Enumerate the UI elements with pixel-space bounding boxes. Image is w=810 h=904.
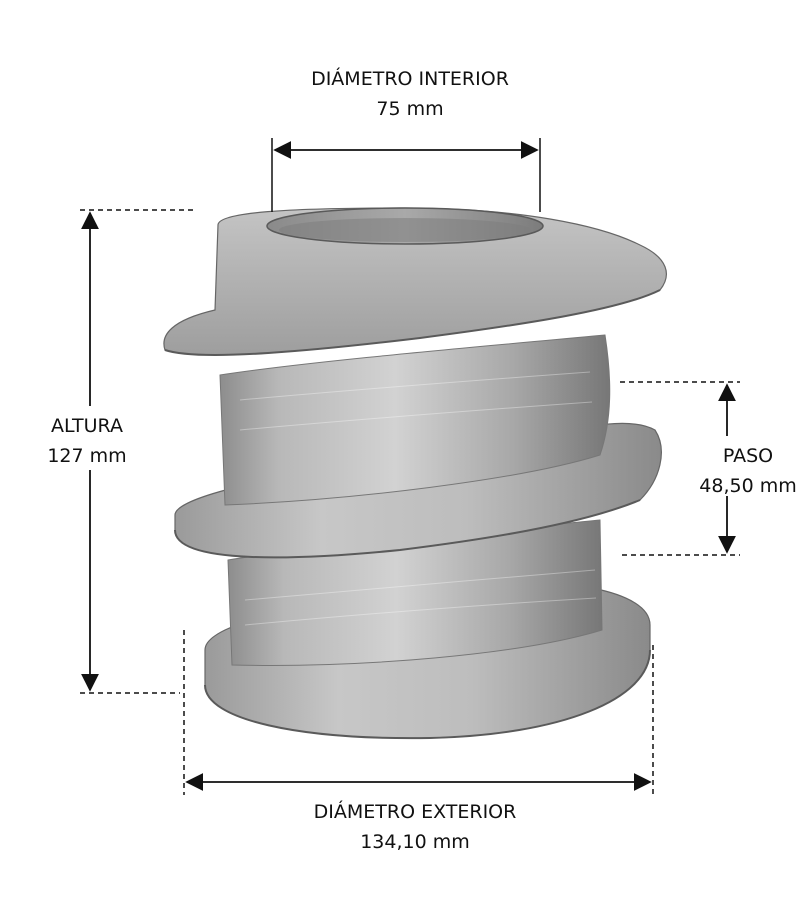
inner-diameter-title: DIÁMETRO INTERIOR: [311, 68, 509, 90]
screw-element: [163, 207, 667, 740]
inner-diameter-dimension: [271, 138, 541, 212]
pitch-label: PASO 48,50 mm: [688, 441, 808, 501]
upper-core: [219, 334, 611, 506]
height-dimension: [80, 209, 195, 694]
pitch-dimension: [620, 381, 740, 556]
pitch-value: 48,50 mm: [699, 475, 797, 497]
outer-diameter-value: 134,10 mm: [360, 831, 470, 853]
pitch-title: PASO: [722, 445, 774, 467]
height-title: ALTURA: [51, 415, 123, 437]
inner-diameter-value: 75 mm: [376, 98, 444, 120]
height-value: 127 mm: [47, 445, 127, 467]
outer-diameter-title: DIÁMETRO EXTERIOR: [313, 801, 517, 823]
outer-diameter-dimension: [183, 630, 654, 795]
outer-diameter-label: DIÁMETRO EXTERIOR 134,10 mm: [215, 797, 615, 857]
inner-diameter-label: DIÁMETRO INTERIOR 75 mm: [210, 64, 610, 124]
height-label: ALTURA 127 mm: [22, 411, 152, 471]
